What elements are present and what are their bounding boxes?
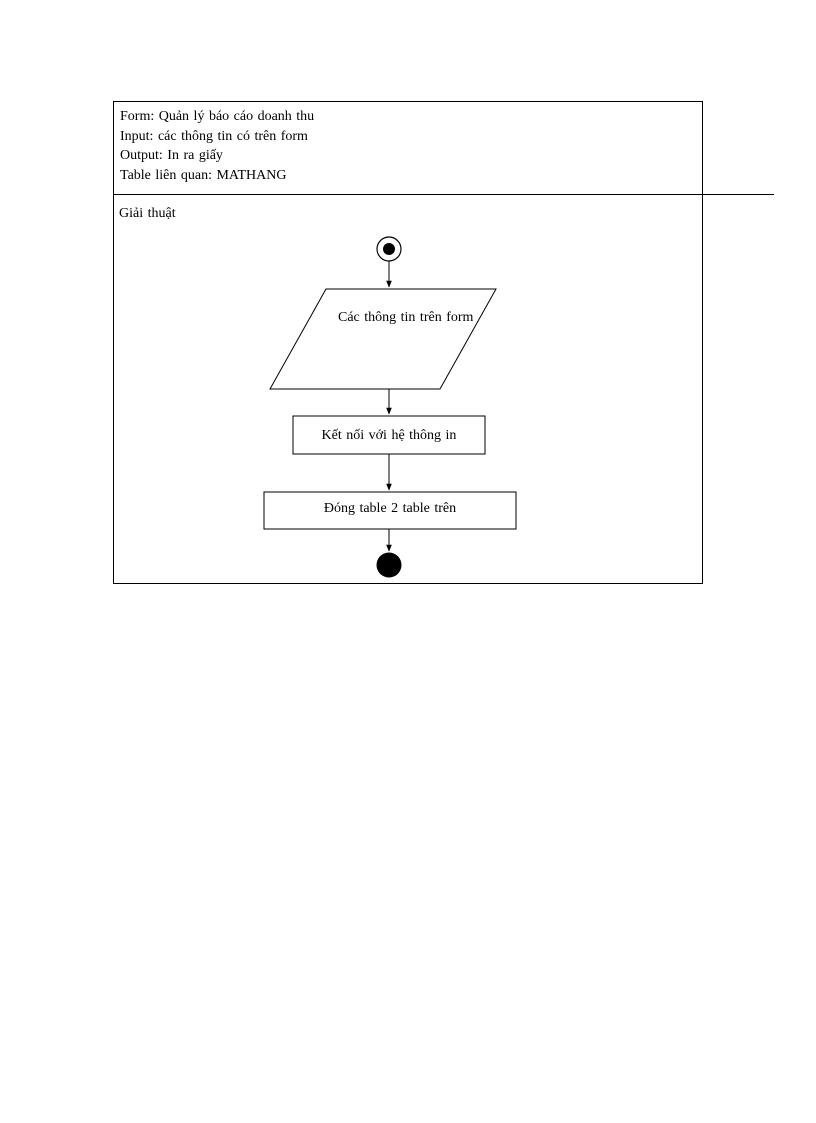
start-node [376, 236, 402, 262]
output-line: Output: In ra giấy [120, 148, 223, 163]
header-divider [113, 194, 774, 195]
input-node-label: Các thông tin trên form [338, 310, 474, 325]
connect-node-label: Kết nối với hệ thông in [321, 428, 457, 443]
table-line: Table liên quan: MATHANG [120, 167, 287, 183]
input-parallelogram [269, 288, 497, 390]
connect-process-box [292, 415, 486, 455]
end-node [376, 552, 402, 578]
close-node-label: Đóng table 2 table trên [323, 501, 457, 516]
form-line: Form: Quản lý báo cáo doanh thu [120, 109, 315, 124]
algorithm-title: Giải thuật [119, 206, 176, 221]
spec-frame: Form: Quản lý báo cáo doanh thu Input: c… [113, 101, 703, 584]
spec-header: Form: Quản lý báo cáo doanh thu Input: c… [114, 102, 702, 195]
close-process-box [263, 491, 517, 530]
input-line: Input: các thông tin có trên form [120, 128, 308, 144]
